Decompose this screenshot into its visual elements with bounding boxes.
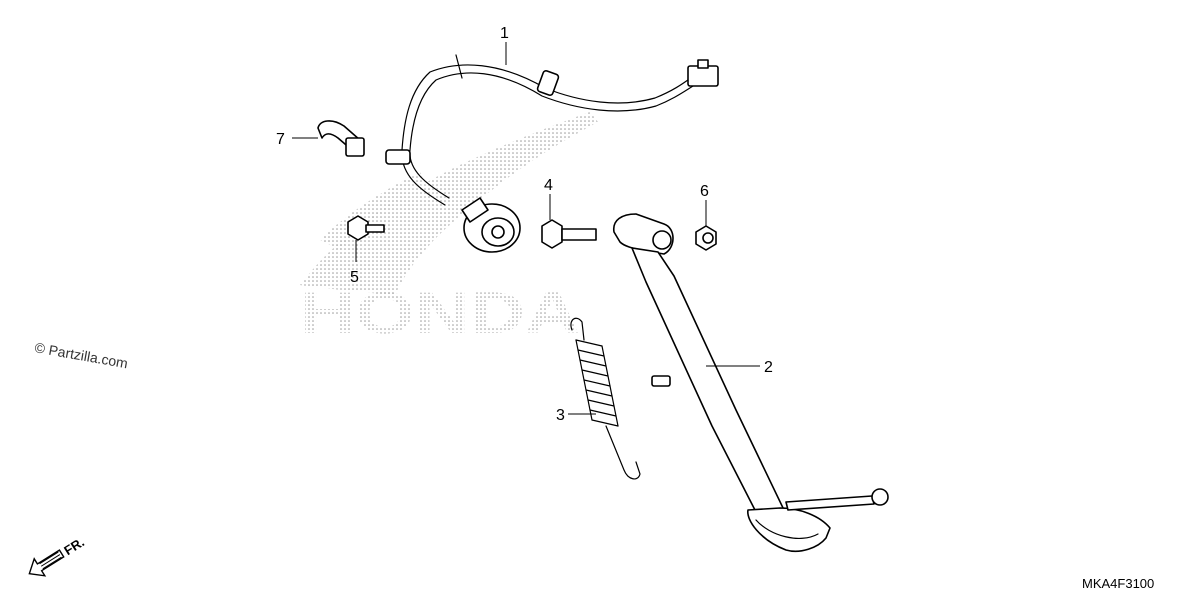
callout-3: 3 bbox=[556, 407, 596, 424]
svg-text:2: 2 bbox=[764, 359, 773, 376]
part-5-bolt[interactable] bbox=[347, 215, 385, 241]
honda-logo: HONDA bbox=[300, 112, 598, 346]
part-7-clamp[interactable] bbox=[317, 120, 365, 157]
part-6-nut[interactable] bbox=[695, 225, 717, 251]
part-1-switch-harness[interactable] bbox=[385, 54, 719, 253]
callout-7: 7 bbox=[276, 131, 318, 148]
honda-wing-shape-inner bbox=[320, 172, 426, 250]
callout-4: 4 bbox=[544, 177, 553, 220]
svg-text:3: 3 bbox=[556, 407, 565, 424]
svg-text:7: 7 bbox=[276, 131, 285, 148]
part-4-pivot-bolt[interactable] bbox=[541, 219, 597, 249]
callout-1: 1 bbox=[500, 25, 509, 65]
switch-body bbox=[461, 197, 521, 253]
copyright-watermark: © Partzilla.com bbox=[33, 339, 129, 371]
svg-text:FR.: FR. bbox=[61, 534, 87, 558]
front-direction-arrow: FR. bbox=[28, 534, 87, 577]
part-2-side-stand[interactable] bbox=[612, 213, 889, 553]
svg-text:1: 1 bbox=[500, 25, 509, 42]
honda-wing-shape bbox=[300, 112, 598, 295]
svg-text:6: 6 bbox=[700, 183, 709, 200]
callout-5: 5 bbox=[350, 240, 359, 286]
diagram-code: MKA4F3100 bbox=[1082, 576, 1154, 591]
svg-text:5: 5 bbox=[350, 269, 359, 286]
svg-text:4: 4 bbox=[544, 177, 553, 194]
callout-6: 6 bbox=[700, 183, 709, 226]
callout-2: 2 bbox=[706, 359, 773, 376]
honda-logo-text: HONDA bbox=[300, 281, 580, 346]
part-3-spring[interactable] bbox=[570, 317, 641, 480]
